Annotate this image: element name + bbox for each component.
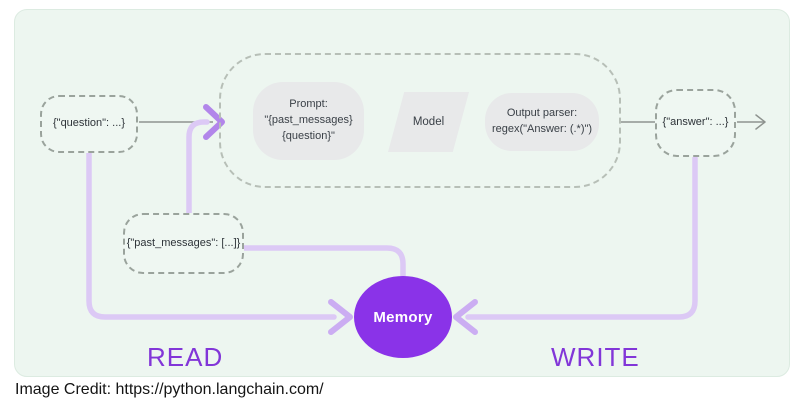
memory-node: Memory [354, 276, 452, 358]
prompt-node: Prompt: "{past_messages} {question}" [253, 82, 364, 160]
write-label: WRITE [551, 342, 640, 372]
output-parser-node: Output parser: regex("Answer: (.*)") [485, 93, 599, 151]
question-node: {"question": ...} [40, 95, 138, 153]
past-messages-node: {"past_messages": [...]} [123, 213, 244, 274]
read-label: READ [147, 342, 224, 372]
chain-container [219, 53, 621, 188]
image-credit-caption: Image Credit: https://python.langchain.c… [15, 381, 324, 398]
answer-node: {"answer": ...} [655, 89, 736, 157]
